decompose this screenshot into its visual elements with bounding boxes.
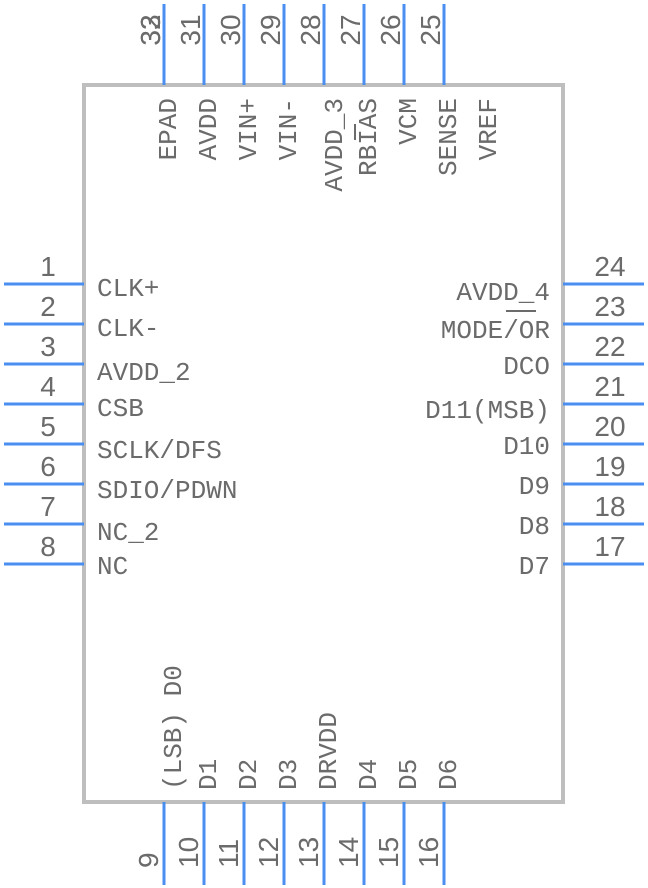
pin-number: 8 xyxy=(40,531,56,562)
pin-name: NC_2 xyxy=(97,518,159,548)
pin-number: 13 xyxy=(293,837,324,868)
pin-name: D11(MSB) xyxy=(425,396,550,426)
pin-name: AVDD_3 xyxy=(320,98,350,192)
pin-number: 27 xyxy=(335,14,366,45)
pin-number: 9 xyxy=(133,852,164,868)
pin-name: D3 xyxy=(274,759,304,790)
pin-number: 29 xyxy=(255,14,286,45)
pin-name: DRVDD xyxy=(314,712,344,790)
pin-name: SENSE xyxy=(434,98,464,176)
pin-number: 17 xyxy=(594,531,625,562)
pin-number: 12 xyxy=(253,837,284,868)
pin-number: 4 xyxy=(40,371,56,402)
pin-name: D1 xyxy=(194,759,224,790)
pin-name: VIN- xyxy=(274,98,304,160)
pin-name: VREF xyxy=(474,98,504,160)
pin-number: 6 xyxy=(40,451,56,482)
pin-number: 19 xyxy=(594,451,625,482)
pin-number: 7 xyxy=(40,491,56,522)
pin-name: DCO xyxy=(503,352,550,382)
pin-number: 28 xyxy=(295,14,326,45)
pin-number: 21 xyxy=(594,371,625,402)
pin-number: 18 xyxy=(594,491,625,522)
pin-number: 24 xyxy=(594,251,625,282)
pin-name: CLK+ xyxy=(97,274,159,304)
pin-name: CSB xyxy=(97,394,144,424)
pin-name: SCLK/DFS xyxy=(97,436,222,466)
pin-number: 16 xyxy=(413,837,444,868)
pin-name: AVDD_2 xyxy=(97,358,191,388)
pin-name: D7 xyxy=(519,552,550,582)
pin-number: 30 xyxy=(215,14,246,45)
pin-name: RBIAS xyxy=(354,98,384,176)
pin-number: 31 xyxy=(175,14,206,45)
pin-number: 14 xyxy=(333,837,364,868)
pin-name: D8 xyxy=(519,512,550,542)
pin-number: 1 xyxy=(40,251,56,282)
pin-number: 26 xyxy=(375,14,406,45)
pin-number: 25 xyxy=(415,14,446,45)
pin-name: EPAD xyxy=(154,98,184,160)
pin-number: 2 xyxy=(40,291,56,322)
pin-number: 32 xyxy=(135,14,166,45)
pin-number: 3 xyxy=(40,331,56,362)
pin-name: AVDD_4 xyxy=(456,278,550,308)
pin-name: SDIO/PDWN xyxy=(97,476,237,506)
pin-name: AVDD xyxy=(194,98,224,160)
pin-name: VIN+ xyxy=(234,98,264,160)
pin-name: VCM xyxy=(394,98,424,145)
pin-number: 15 xyxy=(373,837,404,868)
pin-number: 23 xyxy=(594,291,625,322)
pin-name: D6 xyxy=(434,759,464,790)
pin-number: 33 xyxy=(135,14,166,45)
pin-name: D4 xyxy=(354,759,384,790)
pin-name: D10 xyxy=(503,432,550,462)
pin-name: D9 xyxy=(519,472,550,502)
pin-number: 22 xyxy=(594,331,625,362)
pin-number: 10 xyxy=(173,837,204,868)
pin-name: (LSB) D0 xyxy=(159,665,189,790)
pin-number: 11 xyxy=(213,839,244,868)
pin-number: 5 xyxy=(40,411,56,442)
pin-name: D5 xyxy=(394,759,424,790)
pin-name: NC xyxy=(97,552,128,582)
pin-name: MODE/OR xyxy=(441,316,550,346)
pin-number: 20 xyxy=(594,411,625,442)
pin-name: CLK- xyxy=(97,314,159,344)
pin-name: D2 xyxy=(234,759,264,790)
